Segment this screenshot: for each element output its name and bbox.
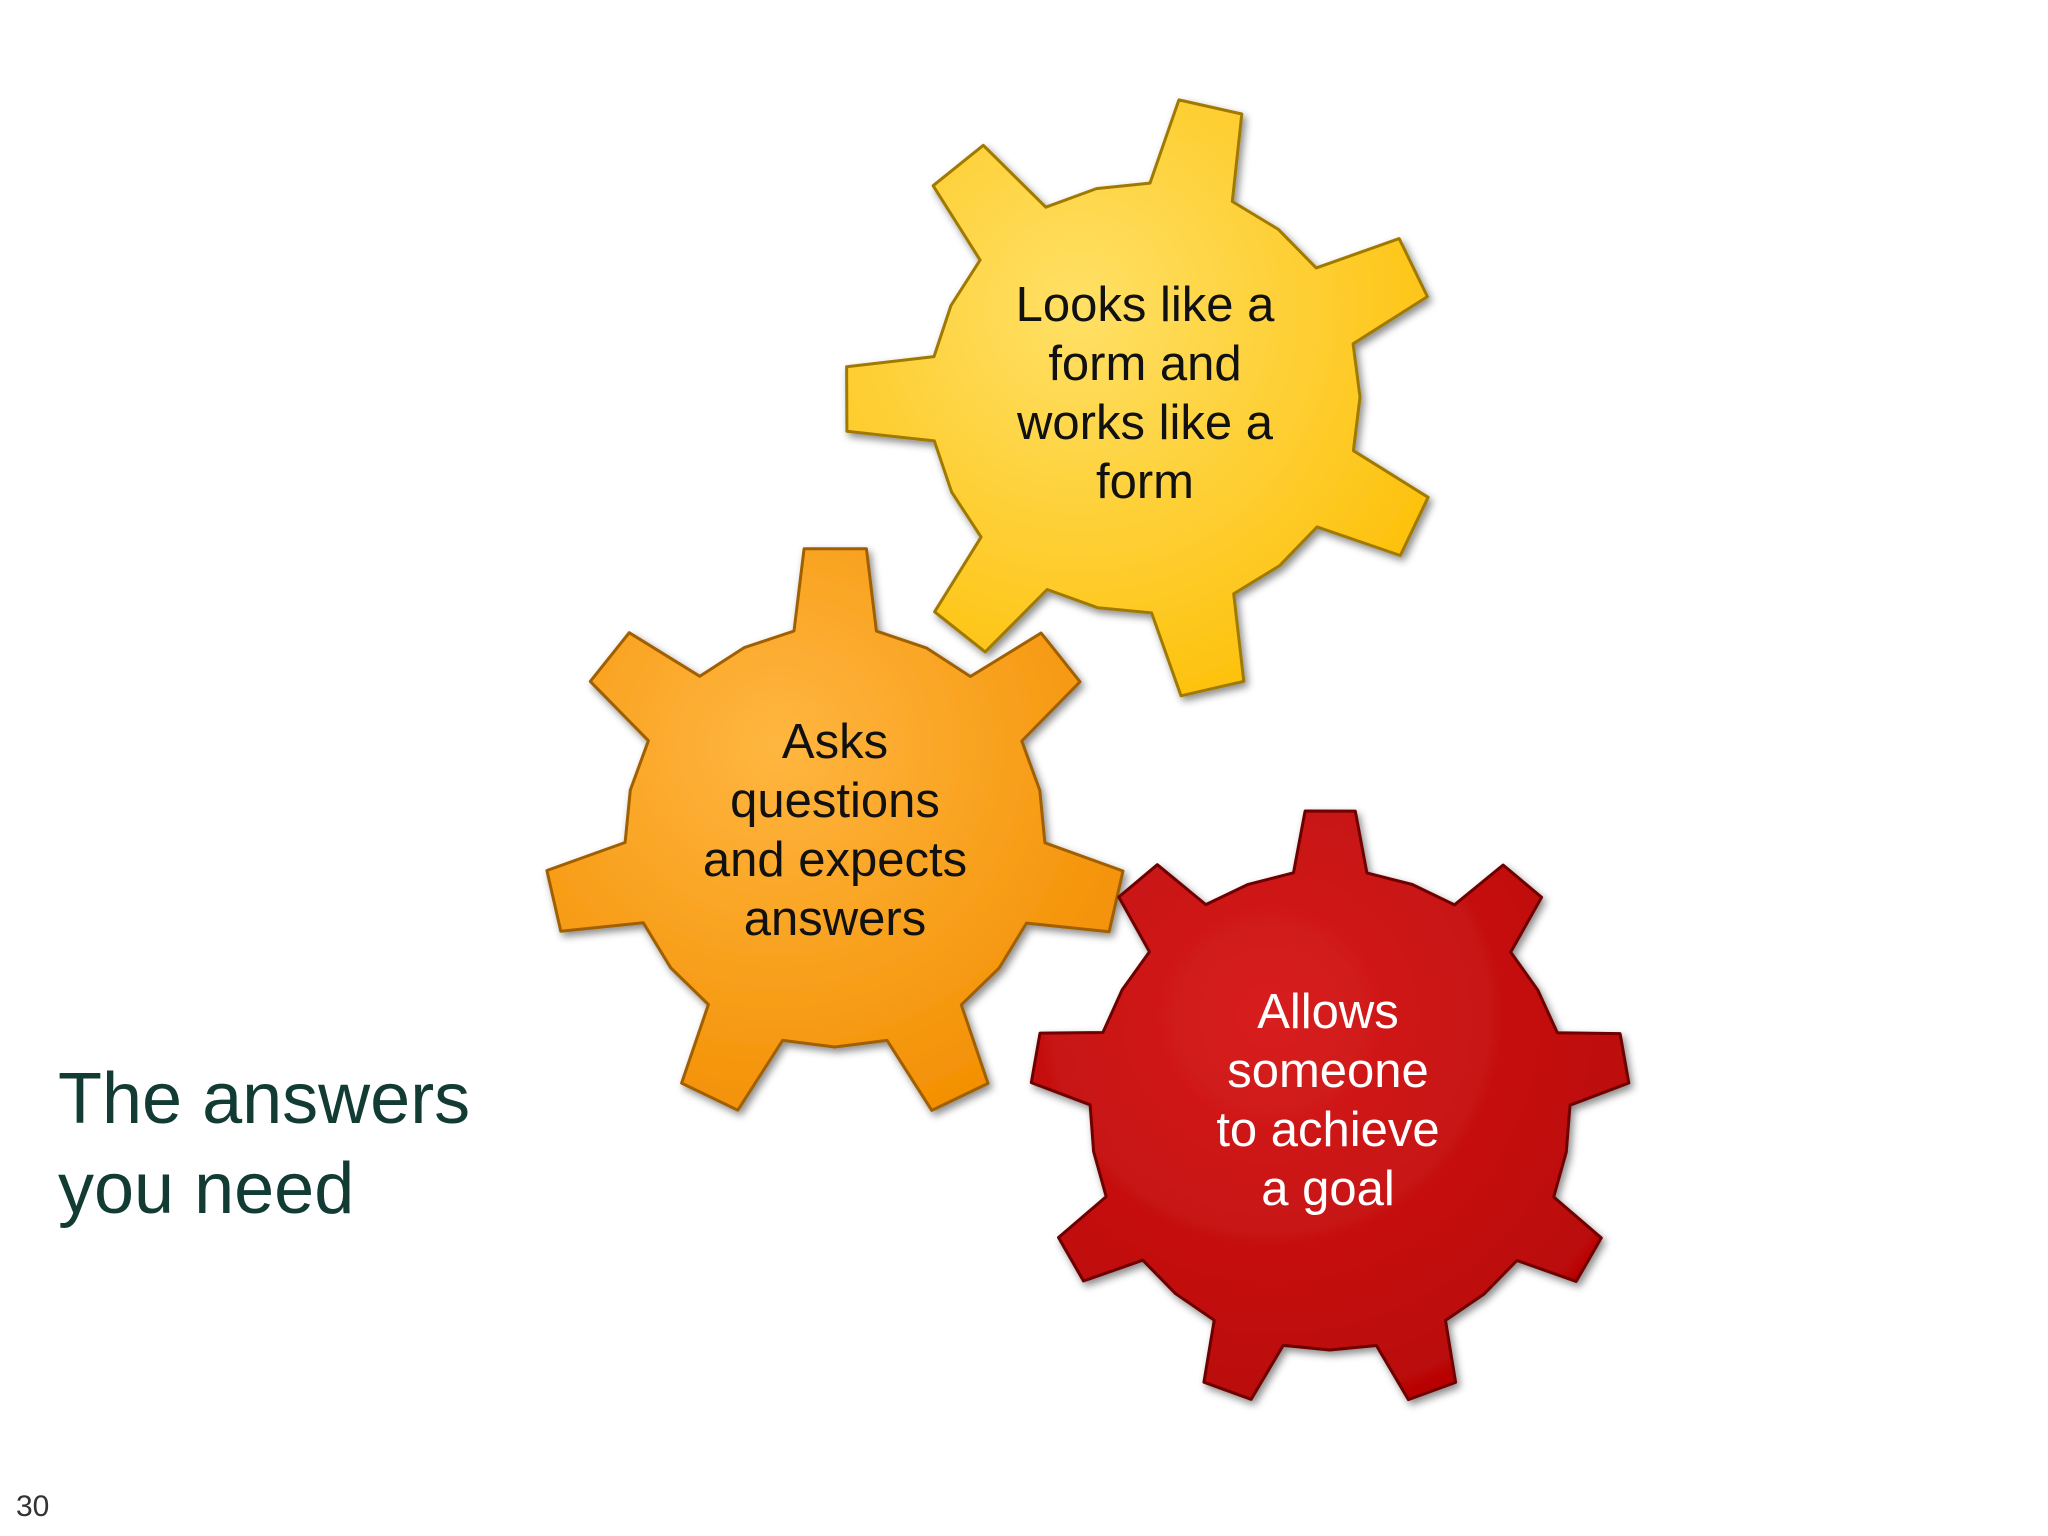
slide-title: The answers you need	[58, 1059, 471, 1229]
gear-goal-label: Allows someone to achieve a goal	[1216, 985, 1440, 1216]
page-number: 30	[16, 1490, 50, 1523]
gear-goal-shape	[1029, 809, 1631, 1402]
gear-questions-shape	[545, 547, 1125, 1112]
gear-form-label: Looks like a form and works like a form	[1015, 278, 1275, 509]
gear-form-shape	[845, 98, 1430, 698]
gear-questions-label: Asks questions and expects answers	[702, 715, 968, 946]
